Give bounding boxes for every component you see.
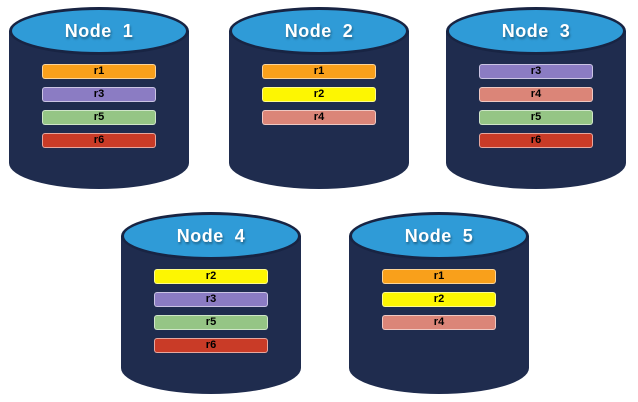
replica-bar-r2: r2 [262,87,376,102]
replica-bar-r5: r5 [42,110,156,125]
cylinder-top: Node 5 [349,212,529,260]
cylinder-top: Node 4 [121,212,301,260]
cylinder-top: Node 3 [446,7,626,55]
replica-bar-r4: r4 [262,110,376,125]
replica-bar-r3: r3 [154,292,268,307]
node-label: Node 4 [176,225,246,246]
cylinder-top: Node 1 [9,7,189,55]
node-label: Node 1 [64,20,134,41]
replica-bar-r6: r6 [479,133,593,148]
replica-bar-r1: r1 [42,64,156,79]
db-node-5: Node 5 r1 r2 r4 [349,212,529,394]
replica-list: r2 r3 r5 r6 [121,269,301,353]
replica-bar-r4: r4 [382,315,496,330]
node-label: Node 2 [284,20,354,41]
replica-list: r1 r2 r4 [349,269,529,330]
replica-bar-r4: r4 [479,87,593,102]
replica-bar-r3: r3 [479,64,593,79]
db-node-4: Node 4 r2 r3 r5 r6 [121,212,301,394]
replica-bar-r3: r3 [42,87,156,102]
replica-bar-r5: r5 [479,110,593,125]
replica-bar-r5: r5 [154,315,268,330]
db-node-1: Node 1 r1 r3 r5 r6 [9,7,189,189]
replica-bar-r6: r6 [154,338,268,353]
replica-list: r3 r4 r5 r6 [446,64,626,148]
db-node-3: Node 3 r3 r4 r5 r6 [446,7,626,189]
node-label: Node 5 [404,225,474,246]
replica-bar-r1: r1 [382,269,496,284]
replica-bar-r1: r1 [262,64,376,79]
replica-bar-r6: r6 [42,133,156,148]
db-node-2: Node 2 r1 r2 r4 [229,7,409,189]
node-label: Node 3 [501,20,571,41]
replica-list: r1 r2 r4 [229,64,409,125]
replica-bar-r2: r2 [382,292,496,307]
replica-bar-r2: r2 [154,269,268,284]
replica-list: r1 r3 r5 r6 [9,64,189,148]
cylinder-top: Node 2 [229,7,409,55]
